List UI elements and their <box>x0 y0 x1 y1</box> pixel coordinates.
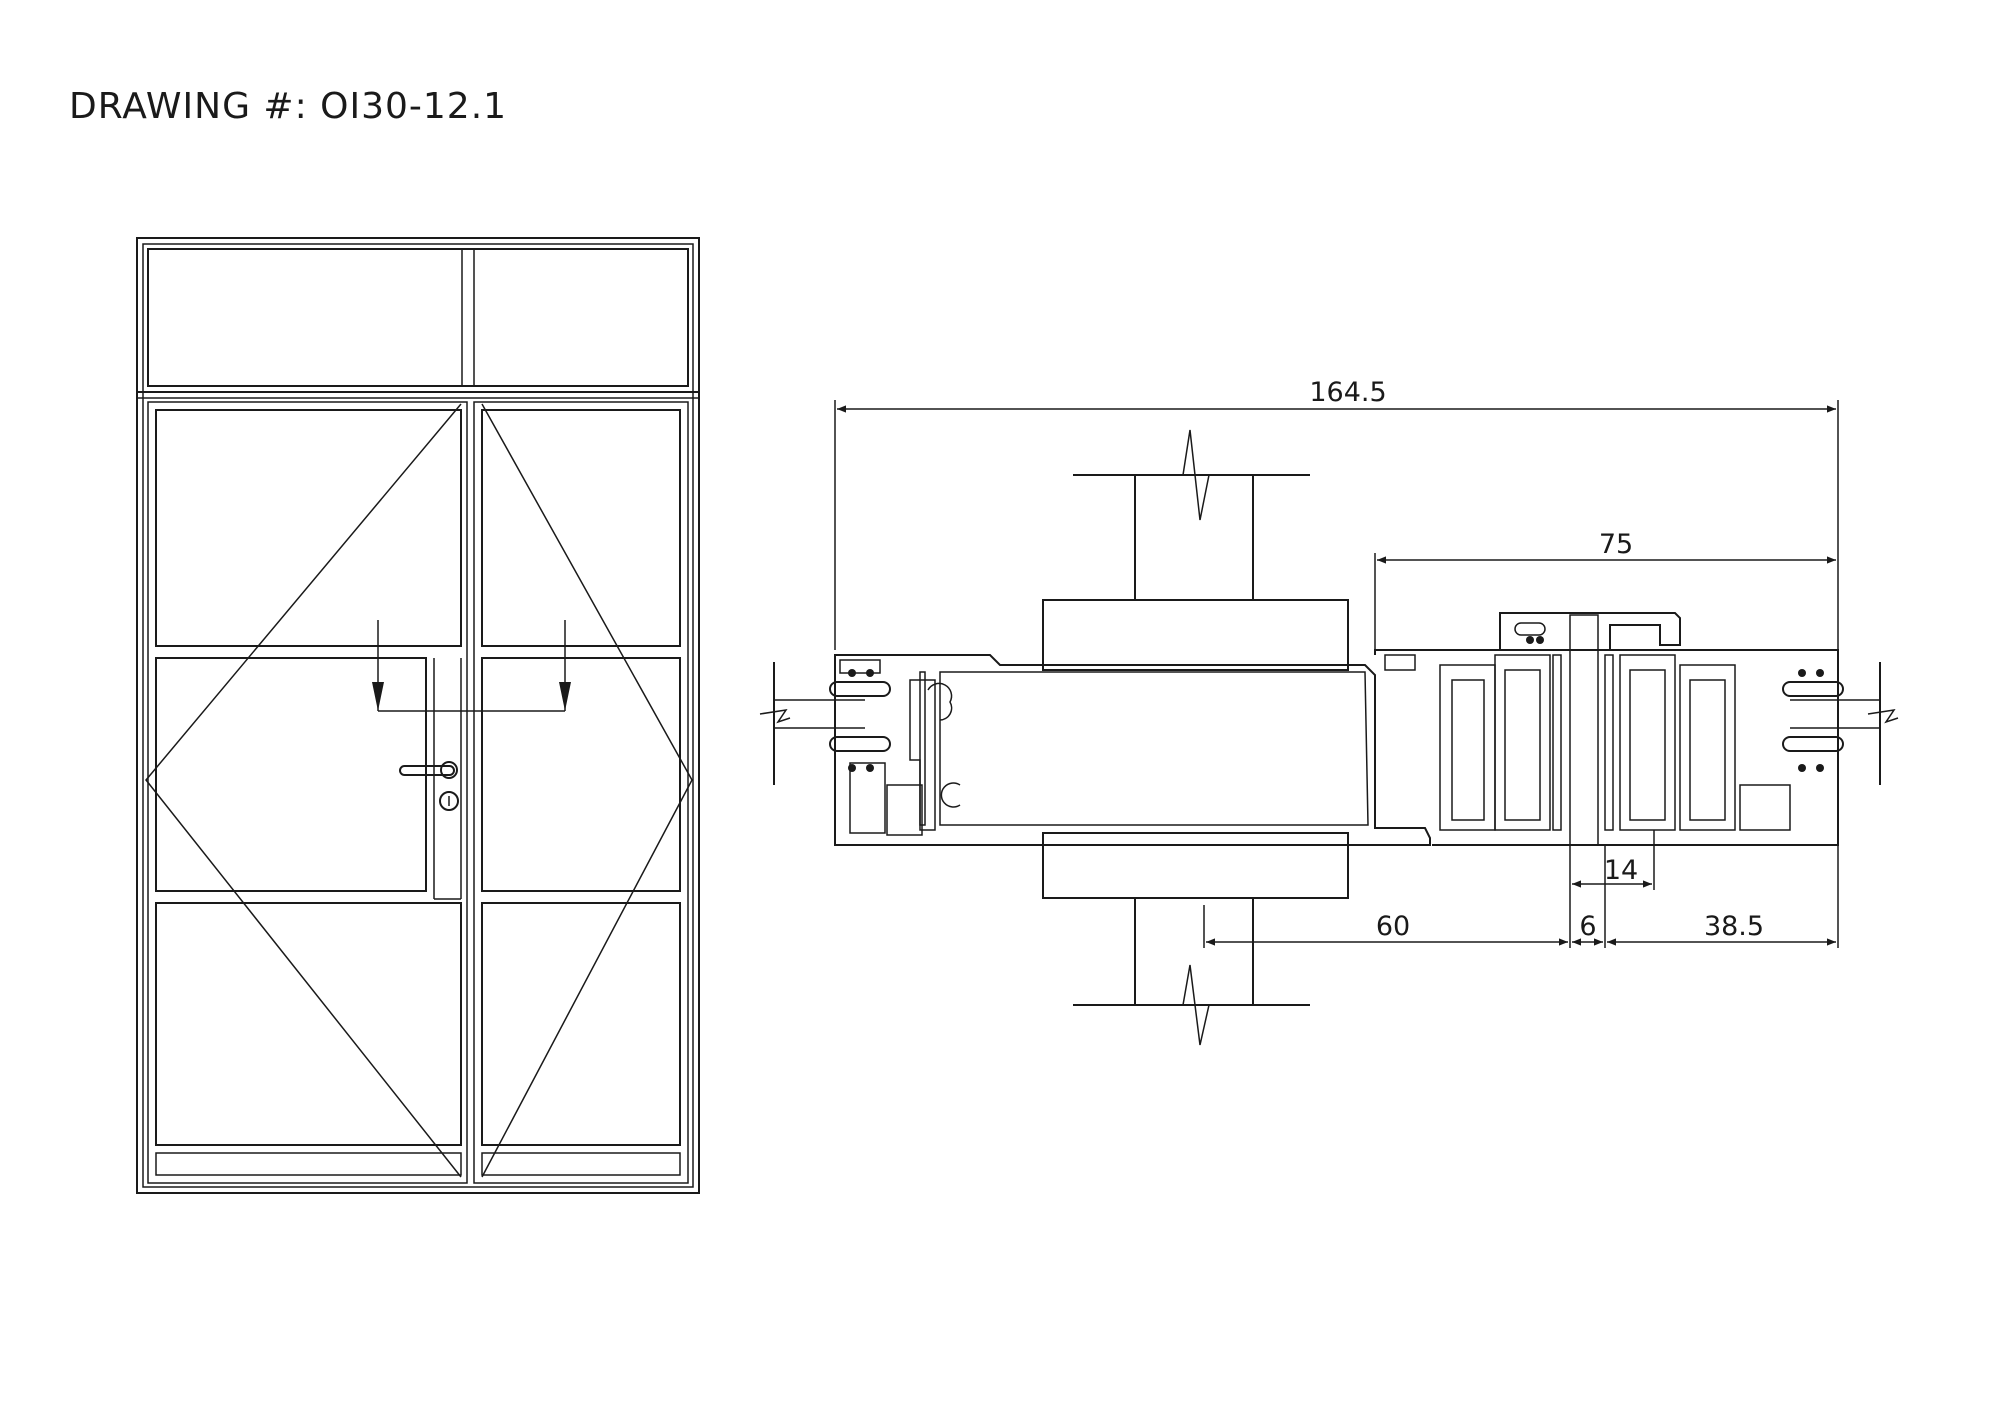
dimension-overall: 164.5 <box>834 377 1839 650</box>
wall-left <box>759 662 865 785</box>
transom <box>137 248 699 399</box>
inner-frame-line <box>142 243 694 1188</box>
gasket-left <box>829 669 891 772</box>
dimension-bottom: 60 6 38.5 <box>1203 845 1839 948</box>
lower-jamb <box>1042 832 1349 1046</box>
upper-jamb <box>1042 429 1349 671</box>
glass-panel <box>155 409 462 647</box>
dimension-label: 164.5 <box>1309 377 1386 408</box>
thermal-break <box>1569 614 1599 846</box>
glass-panel <box>481 657 681 892</box>
glass-panel <box>481 902 681 1146</box>
dimension-label: 14 <box>1604 855 1638 886</box>
glass-panel <box>155 657 427 892</box>
dimension-label: 38.5 <box>1704 911 1764 942</box>
section-detail: 164.5 75 14 60 6 38.5 <box>759 377 1899 1046</box>
section-cut-marker <box>372 620 571 712</box>
swing-indicator-right <box>481 403 693 1178</box>
glass-panel <box>155 902 462 1146</box>
door-leaf-left <box>147 401 468 1184</box>
door-leaf-right <box>473 401 689 1184</box>
drawing-number: DRAWING #: OI30-12.1 <box>69 86 508 127</box>
dimension-upper-right: 75 <box>1374 529 1836 650</box>
break-symbol <box>1182 964 1210 1046</box>
leaf-profiles <box>1374 612 1839 846</box>
wall-right <box>1790 662 1899 785</box>
door-elevation <box>136 237 700 1194</box>
arrow-down-icon <box>372 682 384 711</box>
dimension-label: 75 <box>1599 529 1633 560</box>
outer-frame <box>136 237 700 1194</box>
lock-cylinder-icon <box>439 791 459 811</box>
gasket-right <box>1782 669 1844 772</box>
swing-indicator-left <box>145 403 462 1178</box>
dimension-gap: 14 <box>1569 830 1655 948</box>
glass-panel <box>481 409 681 647</box>
dimension-label: 6 <box>1579 911 1596 942</box>
arrow-down-icon <box>559 682 571 711</box>
frame-profile <box>834 654 1431 846</box>
dimension-label: 60 <box>1376 911 1410 942</box>
door-handle <box>399 761 458 779</box>
break-symbol <box>1182 429 1210 521</box>
